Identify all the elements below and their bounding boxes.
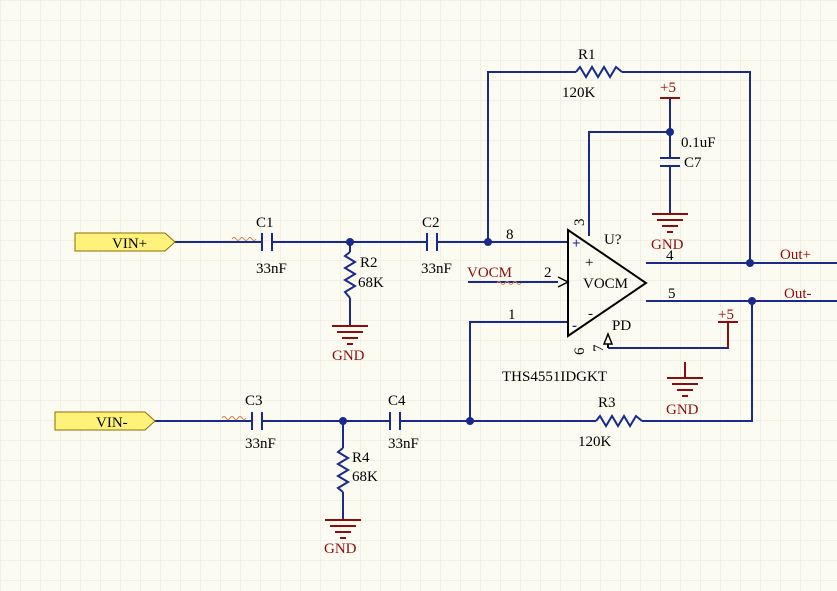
opamp-designator: U? <box>604 232 622 248</box>
opamp-pd-label: PD <box>612 318 631 334</box>
pin-4: 4 <box>666 248 674 264</box>
vcc-label: +5 <box>660 80 676 96</box>
resistor-r2[interactable]: R2 68K <box>343 251 384 299</box>
label-markers <box>221 237 522 420</box>
power-plus5-pd[interactable]: +5 <box>718 307 738 348</box>
junction-dot <box>466 417 474 425</box>
c4-value: 33nF <box>388 436 419 452</box>
opamp-u[interactable]: + - + - VOCM PD U? THS4551IDGKT 8 2 1 4 … <box>502 219 676 386</box>
r1-designator: R1 <box>578 47 596 63</box>
opamp-part-number: THS4551IDGKT <box>502 369 607 385</box>
c7-value: 0.1uF <box>681 135 716 151</box>
port-vin-minus-label: VIN- <box>96 415 128 431</box>
gnd-label: GND <box>651 237 684 253</box>
pin-2: 2 <box>544 265 552 281</box>
capacitor-c1[interactable]: C1 33nF <box>256 215 287 277</box>
r3-designator: R3 <box>598 395 616 411</box>
port-vin-minus[interactable]: VIN- <box>54 411 156 431</box>
c3-value: 33nF <box>245 436 276 452</box>
c1-designator: C1 <box>256 215 274 231</box>
r4-value: 68K <box>352 469 378 485</box>
r1-value: 120K <box>562 85 596 101</box>
resistor-r1[interactable]: R1 120K <box>562 47 623 101</box>
capacitor-c4[interactable]: C4 33nF <box>388 393 419 452</box>
c1-value: 33nF <box>256 261 287 277</box>
r2-value: 68K <box>358 275 384 291</box>
pin-7: 7 <box>591 344 607 352</box>
capacitor-c3[interactable]: C3 33nF <box>245 393 276 452</box>
opamp-vocm-label: VOCM <box>583 276 628 292</box>
gnd-c7[interactable]: GND <box>651 212 688 253</box>
r4-designator: R4 <box>352 450 370 466</box>
junctions <box>339 128 756 425</box>
junction-dot <box>346 238 354 246</box>
capacitor-c7[interactable]: 0.1uF C7 <box>660 135 716 171</box>
pin-6: 6 <box>572 347 588 355</box>
c2-designator: C2 <box>422 215 440 231</box>
junction-dot <box>746 259 754 267</box>
vcc-label: +5 <box>718 307 734 323</box>
c7-designator: C7 <box>684 155 702 171</box>
pin-1: 1 <box>508 307 516 323</box>
junction-dot <box>484 238 492 246</box>
junction-dot <box>748 297 756 305</box>
junction-dot <box>339 417 347 425</box>
resistor-r3[interactable]: R3 120K <box>578 395 643 450</box>
gnd-opamp[interactable]: GND <box>666 362 703 418</box>
c4-designator: C4 <box>388 393 406 409</box>
port-vin-plus-label: VIN+ <box>112 236 147 252</box>
gnd-label: GND <box>332 348 365 364</box>
opamp-in-minus-mark: - <box>572 318 577 334</box>
c2-value: 33nF <box>421 261 452 277</box>
c3-designator: C3 <box>245 393 263 409</box>
capacitor-c2[interactable]: C2 33nF <box>421 215 452 277</box>
gnd-label: GND <box>324 541 357 557</box>
net-label-out-minus[interactable]: Out- <box>784 286 812 302</box>
pin-3: 3 <box>572 219 588 227</box>
power-plus5-c7[interactable]: +5 <box>660 80 680 99</box>
net-label-out-plus[interactable]: Out+ <box>780 247 811 263</box>
resistor-r4[interactable]: R4 68K <box>336 447 378 493</box>
gnd-r4[interactable]: GND <box>324 518 361 557</box>
pin-5: 5 <box>668 286 676 302</box>
gnd-label: GND <box>666 402 699 418</box>
net-label-vocm[interactable]: VOCM <box>467 265 512 281</box>
r3-value: 120K <box>578 434 612 450</box>
pin-8: 8 <box>506 227 514 243</box>
opamp-out-plus-sign: + <box>585 255 593 271</box>
opamp-out-minus-sign: - <box>588 306 593 322</box>
r2-designator: R2 <box>360 255 378 271</box>
opamp-in-plus-mark: + <box>572 236 581 252</box>
gnd-r2[interactable]: GND <box>332 324 368 364</box>
port-vin-plus[interactable]: VIN+ <box>74 232 176 252</box>
junction-dot <box>666 128 674 136</box>
